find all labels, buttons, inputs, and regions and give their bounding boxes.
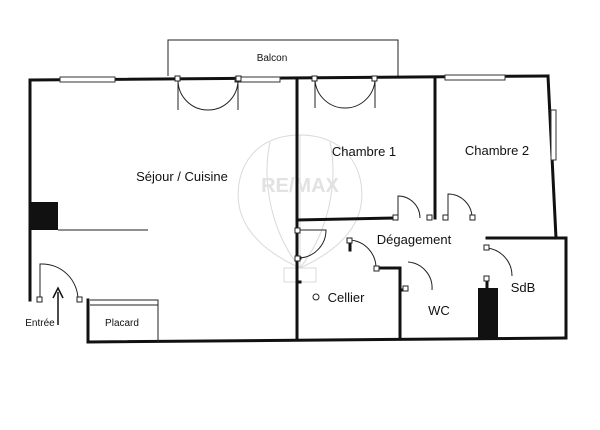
entrance-arrow-icon: [52, 286, 64, 325]
doors: [39, 79, 513, 301]
label-cellier: Cellier: [328, 290, 366, 305]
label-wc: WC: [428, 303, 450, 318]
balcony: [167, 39, 399, 76]
cellier-marker: [312, 293, 320, 301]
duct-block-sdb: [478, 288, 498, 338]
label-chambre-2: Chambre 2: [465, 143, 529, 158]
label-entree: Entrée: [25, 318, 55, 329]
label-placard: Placard: [105, 318, 139, 329]
windows: [59, 74, 557, 161]
duct-block-sejour: [30, 202, 58, 230]
label-sejour: Séjour / Cuisine: [136, 169, 228, 184]
label-balcon: Balcon: [257, 53, 288, 64]
label-degagement: Dégagement: [377, 232, 452, 247]
label-sdb: SdB: [511, 280, 536, 295]
hinges: [36, 75, 490, 303]
label-chambre-1: Chambre 1: [332, 144, 396, 159]
watermark-text: RE/MAX: [261, 175, 339, 197]
